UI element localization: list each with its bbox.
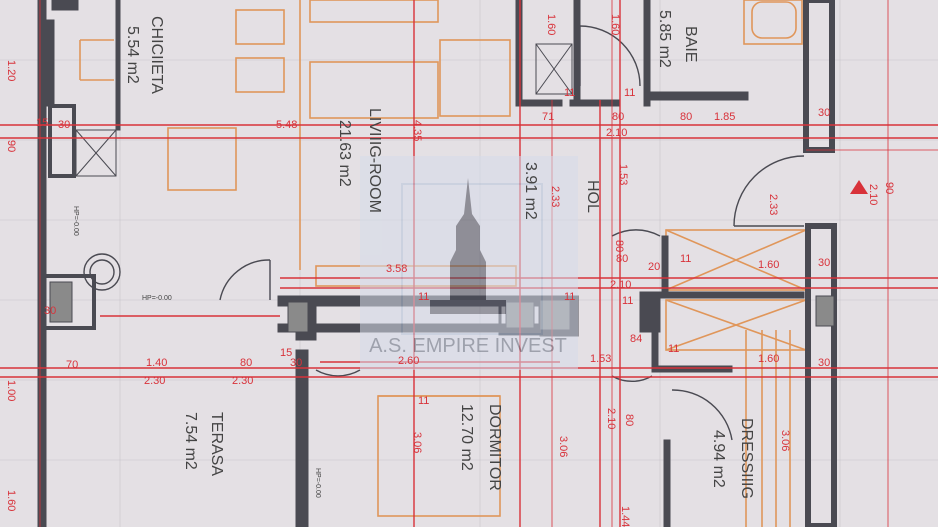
dimension-label: 11 [564,87,575,99]
room-area-dressing: 4.94 m2 [710,430,727,488]
level-label: HP=-0.00 [142,295,172,302]
dimension-label: 2.10 [867,184,879,205]
dimension-label: 5.48 [276,119,297,131]
dimension-label: 3.06 [411,432,423,453]
dimension-label: 1.60 [758,259,779,271]
dimension-label: 2.33 [549,186,561,207]
dimension-label: 30 [290,357,302,369]
room-name-terrace: TERASA [208,412,225,476]
level-label: HP=-0.00 [314,468,321,498]
dimension-label: 1.00 [5,380,17,401]
dimension-label: 84 [630,333,642,345]
dimension-label: 1.60 [545,14,557,35]
room-name-kitchen: CHICIIETA [148,16,165,94]
dimension-label: 15 [280,347,292,359]
room-area-bedroom: 12.70 m2 [458,404,475,471]
dimension-label: 4.35 [411,120,423,141]
room-name-bath: BAIE [682,26,699,62]
dimension-label: 1.60 [609,14,621,35]
dimension-label: 3.06 [557,436,569,457]
dimension-label: 11 [418,395,429,407]
dimension-label: 11 [680,253,691,265]
dimension-label: 30 [44,305,56,317]
dimension-label: 80 [613,240,625,252]
dimension-label: 1.60 [5,490,17,511]
dimension-label: 1.53 [590,353,611,365]
room-name-hall: HOL [584,180,601,213]
dimension-label: 30 [818,107,830,119]
dimension-label: 15 [36,117,48,129]
room-labels: CHICIIETA 5.54 m2 BAIE 5.85 m2 LIVIIIG-R… [124,10,755,499]
furniture [79,0,807,527]
dimension-label: 1.40 [146,357,167,369]
dimension-label: 70 [66,359,78,371]
dimension-label: 11 [624,87,635,99]
dimension-label: 30 [818,357,830,369]
dimension-label: 1.20 [5,60,17,81]
dimension-label: 80 [616,253,628,265]
room-area-terrace: 7.54 m2 [182,412,199,470]
dimension-label: 11 [622,295,633,307]
dimension-label: 2.10 [605,408,617,429]
room-name-living: LIVIIIG-ROOM [366,108,383,213]
dimension-label: 11 [564,291,575,303]
dimension-label: 3.58 [386,263,407,275]
watermark-text: A.S. EMPIRE INVEST [369,335,567,357]
dimension-label: 1.44 [619,506,631,527]
dimension-label: 80 [623,414,635,426]
room-name-dressing: DRESSIIIG [738,418,755,499]
dimension-label: 2.33 [767,194,779,215]
dimension-label: 30 [58,119,70,131]
dimension-label: 80 [240,357,252,369]
dimension-label: 2.30 [144,375,165,387]
level-labels: HP=-0.00 HP=-0.00 HP=-0.00 [72,206,321,498]
dimension-label: 2.30 [232,375,253,387]
room-name-bedroom: DORMITOR [486,404,503,491]
dimension-label: 2.60 [398,355,419,367]
room-area-living: 21.63 m2 [336,120,353,187]
dimension-label: 80 [612,111,624,123]
dimension-label: 30 [818,257,830,269]
dimension-label: 11 [418,291,429,303]
dimension-label: 1.60 [758,353,779,365]
room-area-bath: 5.85 m2 [656,10,673,68]
dimension-label: 1.53 [617,164,629,185]
dimension-label: 20 [648,261,660,273]
level-marker-icon [850,180,868,194]
room-area-hall: 3.91 m2 [522,162,539,220]
dimension-label: 11 [668,343,679,355]
dimension-label: 80 [680,111,692,123]
watermark: A.S. EMPIRE INVEST [360,156,578,370]
dimension-label: 1.85 [714,111,735,123]
door-swings [83,25,805,441]
room-area-kitchen: 5.54 m2 [124,26,141,84]
dimension-label: 71 [542,111,554,123]
dimension-label: 3.06 [779,430,791,451]
dimension-label: 2.10 [606,127,627,139]
level-label: HP=-0.00 [72,206,79,236]
dimension-label: 90 [5,140,17,152]
dimension-labels: 1.60 1.60 5.48 4.35 3.58 2.60 2.33 1.53 1.53 2.33… [5,14,895,527]
dimension-label: 90 [883,182,895,194]
dimension-label: 2.10 [610,279,631,291]
